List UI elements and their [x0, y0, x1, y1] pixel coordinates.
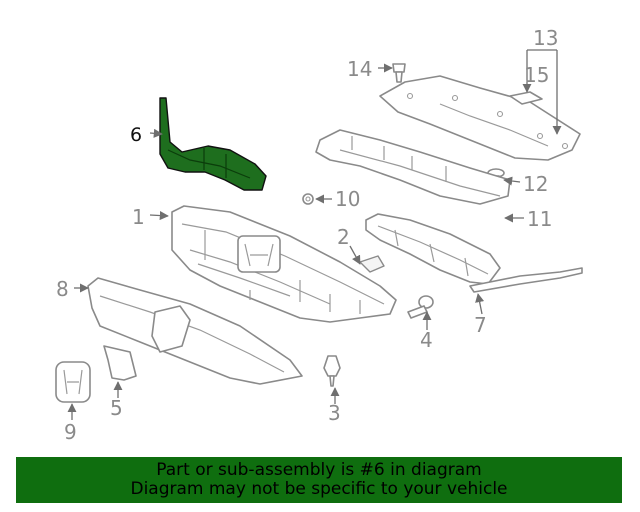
part-3-clip[interactable] — [323, 355, 341, 387]
callout-4: 4 — [420, 328, 433, 352]
part-8-lower-grille[interactable] — [87, 277, 303, 385]
callout-1: 1 — [132, 205, 145, 229]
callout-2: 2 — [337, 225, 350, 249]
diagram-notice-banner: Part or sub-assembly is #6 in diagram Di… — [16, 457, 622, 503]
banner-line-1: Part or sub-assembly is #6 in diagram — [156, 460, 482, 480]
part-4-bolt[interactable] — [407, 295, 434, 319]
part-1-grille[interactable] — [171, 205, 397, 323]
callout-15: 15 — [524, 63, 549, 87]
callout-14: 14 — [347, 57, 372, 81]
callout-10: 10 — [335, 187, 360, 211]
leader-lines — [67, 49, 562, 420]
part-14-clip[interactable] — [392, 63, 406, 83]
part-10-nut[interactable] — [302, 193, 314, 205]
callout-3: 3 — [328, 401, 341, 425]
part-15-label[interactable] — [509, 91, 543, 105]
part-5-bracket[interactable] — [103, 345, 137, 381]
callout-6: 6 — [130, 124, 142, 146]
callout-9: 9 — [64, 420, 77, 444]
part-7-strip[interactable] — [469, 267, 583, 293]
callout-8: 8 — [56, 277, 69, 301]
callout-5: 5 — [110, 396, 123, 420]
part-6-bracket-highlighted[interactable] — [159, 97, 267, 191]
part-upper-bracket — [315, 129, 511, 205]
part-9-emblem[interactable] — [55, 361, 91, 403]
part-13-upper-shield[interactable] — [379, 75, 581, 161]
part-11-beam[interactable] — [365, 213, 501, 285]
banner-line-2: Diagram may not be specific to your vehi… — [130, 479, 508, 499]
callout-12: 12 — [523, 172, 548, 196]
part-2-clip[interactable] — [359, 255, 385, 273]
callout-11: 11 — [527, 207, 552, 231]
parts-diagram: 6 1 2 3 4 5 7 8 9 10 11 12 13 14 15 — [55, 26, 583, 444]
callout-13: 13 — [533, 26, 558, 50]
callout-7: 7 — [474, 313, 487, 337]
